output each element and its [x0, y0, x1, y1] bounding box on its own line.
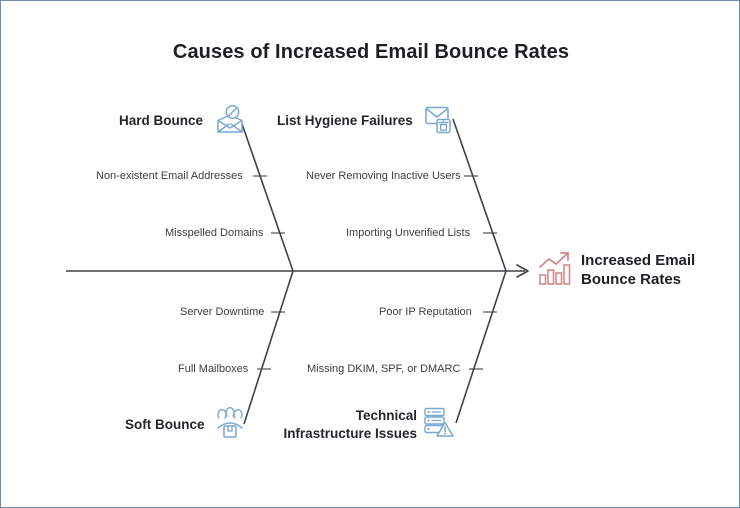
branch-line-technical	[455, 270, 507, 424]
cause-label-misspelled-domains: Misspelled Domains	[165, 227, 264, 239]
cause-label-server-downtime: Server Downtime	[180, 306, 265, 318]
category-label-technical: Technical Infrastructure Issues	[277, 407, 417, 443]
cause-label-nonexistent-email-addresses: Non-existent Email Addresses	[96, 170, 243, 182]
effect-label: Increased Email Bounce Rates	[581, 251, 695, 289]
cause-label-poor-ip-reputation: Poor IP Reputation	[379, 306, 472, 318]
envelope-blocked-icon	[213, 103, 247, 142]
page-title: Causes of Increased Email Bounce Rates	[172, 41, 570, 63]
category-label-technical-line1: Technical	[355, 408, 417, 423]
category-label-list-hygiene: List Hygiene Failures	[277, 113, 413, 128]
cause-label-never-removing-inactive-users: Never Removing Inactive Users	[306, 170, 461, 182]
cause-label-missing-dkim-spf-dmarc: Missing DKIM, SPF, or DMARC	[307, 363, 461, 375]
cause-label-full-mailboxes: Full Mailboxes	[178, 363, 249, 375]
bar-chart-rising-arrow-icon	[536, 249, 576, 294]
branch-line-hard-bounce	[240, 120, 294, 272]
bouncing-package-icon	[214, 405, 248, 444]
effect-label-line1: Increased Email	[581, 252, 696, 269]
envelope-trash-icon	[422, 102, 456, 141]
spine-arrowhead	[516, 264, 529, 278]
server-warning-icon	[421, 405, 455, 444]
category-label-technical-line2: Infrastructure Issues	[283, 426, 417, 441]
effect-label-line2: Bounce Rates	[581, 271, 682, 288]
branch-line-list-hygiene	[452, 118, 507, 272]
cause-label-importing-unverified-lists: Importing Unverified Lists	[346, 227, 471, 239]
category-label-hard-bounce: Hard Bounce	[119, 113, 204, 128]
category-label-soft-bounce: Soft Bounce	[125, 417, 205, 432]
branch-line-soft-bounce	[243, 270, 294, 425]
